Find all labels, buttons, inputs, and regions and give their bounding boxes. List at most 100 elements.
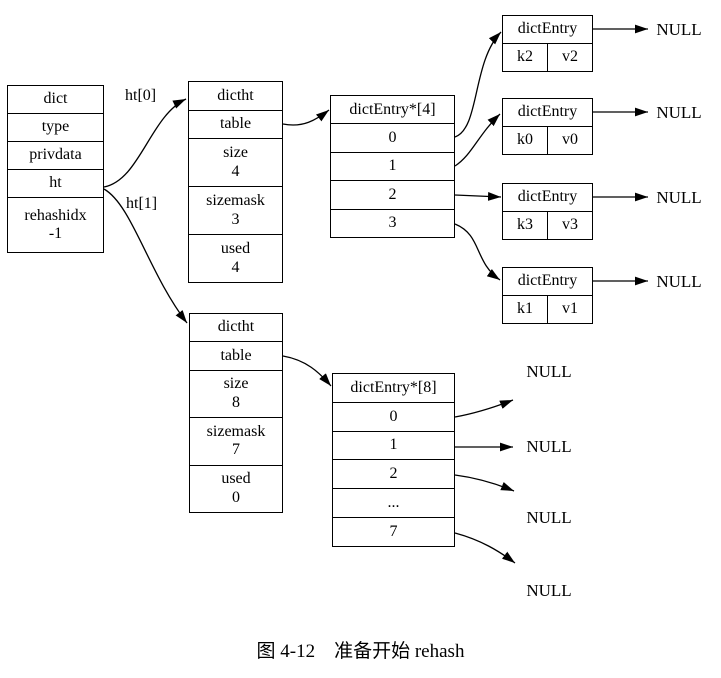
entry-k0-header: dictEntry — [517, 103, 578, 121]
dict-rehashidx-label: rehashidx — [24, 206, 87, 224]
dict-row-type: type — [8, 113, 103, 141]
bucket4-slot-2: 2 — [331, 180, 454, 208]
figure-caption: 图 4-12 准备开始 rehash — [256, 641, 465, 662]
dictht0-size-value: 4 — [231, 162, 240, 180]
ht1-pointer-label: ht[1] — [126, 195, 158, 212]
dict-row-privdata: privdata — [8, 141, 103, 169]
entry-k0-null-label: NULL — [656, 103, 702, 122]
entry-k1-null-label: NULL — [656, 272, 702, 291]
dictht1-box: dictht table size 8 sizemask 7 used 0 — [189, 313, 283, 513]
dict-row-ht: ht — [8, 169, 103, 197]
arrow-table0-to-bucket4 — [282, 109, 330, 126]
dict-entry-k3-box: dictEntry k3 v3 — [502, 183, 593, 240]
ht0-pointer-label: ht[0] — [125, 87, 157, 104]
dictht1-title-row: dictht — [190, 314, 282, 341]
bucket4-slot-1: 1 — [331, 151, 454, 180]
arrow-bucket8-slot0-to-null — [454, 399, 514, 418]
dictht0-row-sizemask: sizemask 3 — [189, 186, 282, 234]
bucket8-null-3: NULL — [526, 581, 572, 600]
dictht0-size-label: size — [223, 144, 248, 162]
bucket4-slot-0: 0 — [331, 123, 454, 151]
entry-k1-header-row: dictEntry — [503, 268, 592, 295]
entry-k3-value: v3 — [547, 212, 592, 239]
dictht1-used-label: used — [221, 470, 251, 488]
bucket4-slot3-label: 3 — [388, 214, 397, 232]
dictht1-row-table: table — [190, 341, 282, 369]
dict-rehashidx-value: -1 — [48, 225, 63, 242]
entry-k1-value: v1 — [547, 296, 592, 323]
entry-k2-value: v2 — [547, 44, 592, 71]
entry-k0-key: k0 — [517, 131, 533, 149]
dictht0-row-size: size 4 — [189, 138, 282, 186]
entry-k0-kv-row: k0 v0 — [503, 126, 592, 154]
dictht1-table-label: table — [220, 346, 252, 364]
entry-k1-header: dictEntry — [517, 272, 578, 290]
bucket8-slot2-label: 2 — [389, 465, 398, 483]
dictht0-title-row: dictht — [189, 82, 282, 110]
dictht1-size-label: size — [223, 375, 249, 393]
arrow-slot0-to-entry-k2 — [454, 31, 502, 138]
dictht0-used-value: 4 — [231, 258, 240, 276]
dictht0-sizemask-value: 3 — [231, 210, 240, 228]
entry-k2-header-row: dictEntry — [503, 16, 592, 43]
entry-k0-header-row: dictEntry — [503, 99, 592, 126]
dictht0-used-label: used — [220, 240, 251, 258]
dict-ht-label: ht — [49, 174, 62, 192]
bucket-array-8-box: dictEntry*[8] 0 1 2 ... 7 — [332, 373, 455, 547]
dictht0-row-table: table — [189, 109, 282, 139]
dict-privdata-label: privdata — [29, 146, 82, 164]
arrow-ht1-pointer — [103, 188, 188, 324]
dictht1-sizemask-value: 7 — [232, 441, 240, 459]
entry-k0-value: v0 — [547, 127, 592, 154]
bucket8-slot7-label: 7 — [389, 522, 398, 540]
entry-k3-header: dictEntry — [517, 188, 578, 206]
arrow-ht0-pointer — [103, 98, 187, 188]
entry-k1-kv-row: k1 v1 — [503, 295, 592, 323]
entry-k2-key: k2 — [517, 48, 533, 66]
bucket8-ellipsis-label: ... — [387, 494, 400, 512]
bucket8-header-row: dictEntry*[8] — [333, 374, 454, 402]
bucket4-slot0-label: 0 — [388, 128, 397, 146]
bucket8-header: dictEntry*[8] — [350, 378, 437, 396]
arrow-slot3-to-entry-k1 — [454, 223, 501, 281]
dictht0-sizemask-label: sizemask — [206, 192, 265, 210]
dict-title: dict — [43, 90, 68, 108]
dictht0-box: dictht table size 4 sizemask 3 used 4 — [188, 81, 283, 283]
dictht1-row-used: used 0 — [190, 464, 282, 512]
bucket4-header: dictEntry*[4] — [349, 100, 436, 118]
arrow-slot1-to-entry-k0 — [454, 113, 501, 167]
dictht1-size-value: 8 — [232, 393, 240, 411]
entry-k3-header-row: dictEntry — [503, 184, 592, 211]
bucket8-slot-ellipsis: ... — [333, 488, 454, 517]
dict-entry-k2-box: dictEntry k2 v2 — [502, 15, 593, 72]
entry-k2-null-label: NULL — [656, 20, 702, 39]
dict-entry-k0-box: dictEntry k0 v0 — [502, 98, 593, 155]
bucket-array-4-box: dictEntry*[4] 0 1 2 3 — [330, 95, 455, 238]
bucket8-null-1: NULL — [526, 437, 572, 456]
entry-k2-header: dictEntry — [517, 20, 578, 38]
dictht1-row-size: size 8 — [190, 369, 282, 417]
arrow-table1-to-bucket8 — [282, 355, 332, 387]
bucket4-header-row: dictEntry*[4] — [331, 96, 454, 123]
dict-struct-box: dict type privdata ht rehashidx -1 — [7, 85, 104, 253]
dictht1-sizemask-label: sizemask — [206, 422, 266, 440]
entry-k3-kv-row: k3 v3 — [503, 211, 592, 239]
entry-k1-key: k1 — [517, 300, 533, 318]
entry-k3-null-label: NULL — [656, 188, 702, 207]
dictht0-table-label: table — [219, 115, 252, 133]
bucket8-null-0: NULL — [526, 362, 572, 381]
bucket8-slot1-label: 1 — [389, 436, 398, 454]
entry-k3-key: k3 — [517, 216, 533, 234]
arrow-slot2-to-entry-k3 — [454, 192, 502, 201]
entry-k2-kv-row: k2 v2 — [503, 43, 592, 71]
dict-title-row: dict — [8, 86, 103, 113]
dict-type-label: type — [41, 118, 70, 136]
bucket4-slot1-label: 1 — [388, 157, 397, 175]
bucket8-slot-0: 0 — [333, 401, 454, 431]
bucket8-slot0-label: 0 — [389, 407, 398, 425]
bucket8-slot-2: 2 — [333, 459, 454, 488]
arrow-bucket8-slot7-to-null — [454, 532, 516, 564]
bucket4-slot2-label: 2 — [388, 185, 397, 203]
